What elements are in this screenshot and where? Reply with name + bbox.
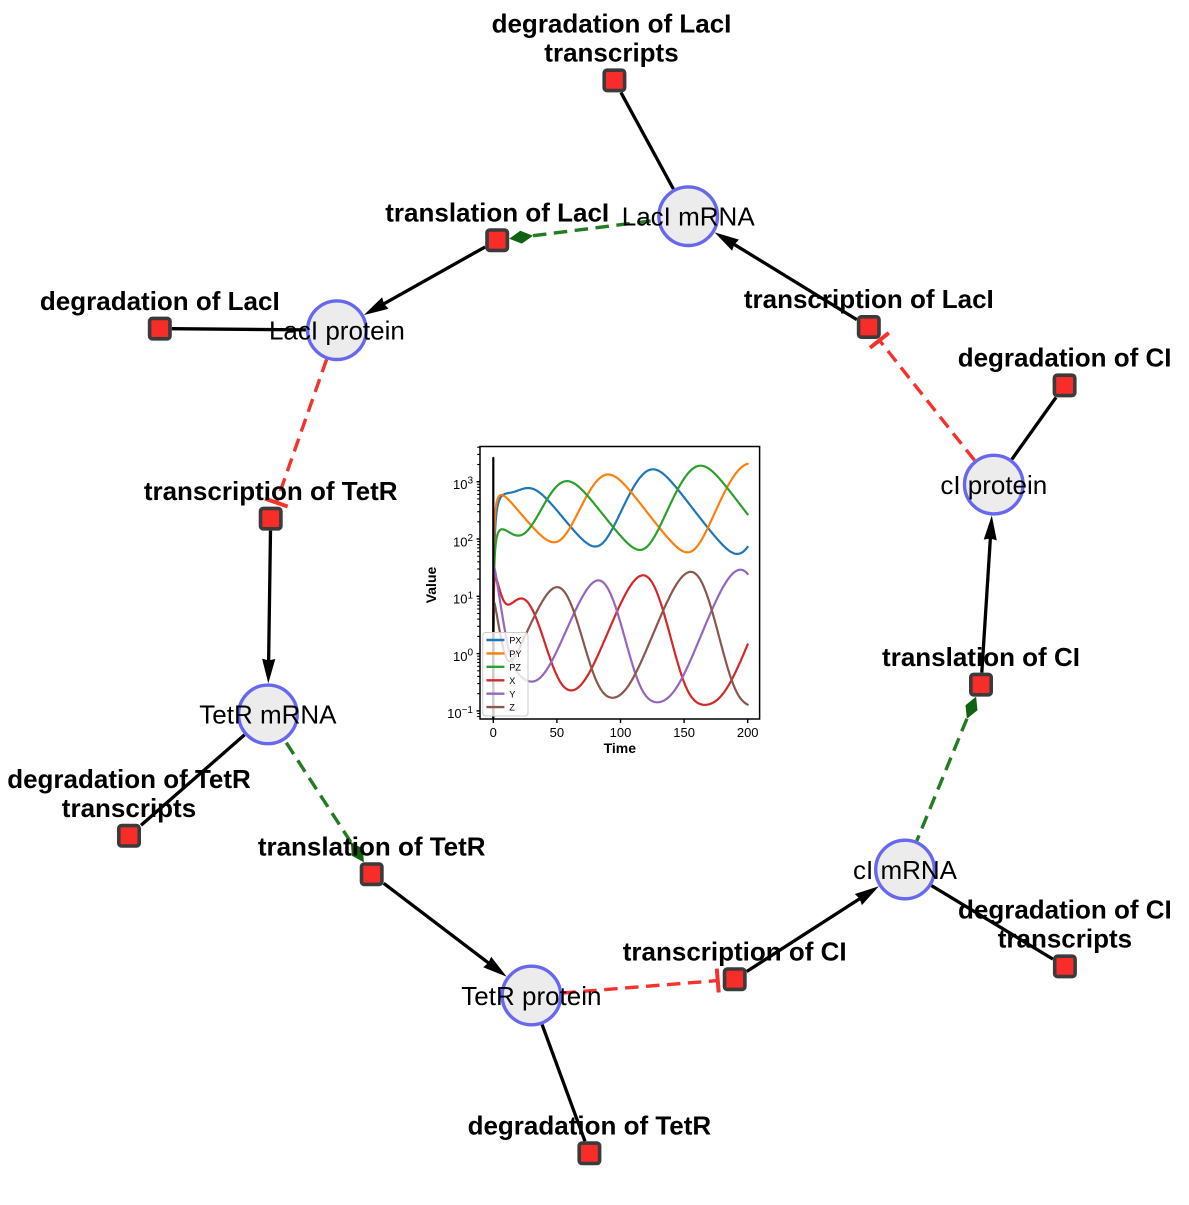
svg-text:degradation of TetR: degradation of TetR [468,1111,712,1141]
svg-text:100: 100 [610,725,632,740]
svg-text:Y: Y [509,689,515,699]
svg-text:transcripts: transcripts [62,793,196,823]
svg-text:LacI mRNA: LacI mRNA [622,202,756,232]
svg-text:50: 50 [550,725,564,740]
svg-text:TetR mRNA: TetR mRNA [199,700,337,730]
svg-text:TetR protein: TetR protein [461,981,601,1011]
svg-text:Time: Time [604,740,637,756]
svg-text:X: X [509,676,515,686]
svg-text:200: 200 [737,725,759,740]
svg-text:transcripts: transcripts [998,924,1132,954]
svg-text:degradation of TetR: degradation of TetR [7,764,251,794]
svg-text:degradation of CI: degradation of CI [958,343,1172,373]
svg-text:101: 101 [453,590,473,606]
svg-text:103: 103 [453,476,473,492]
svg-text:PY: PY [509,649,521,659]
svg-text:PZ: PZ [509,662,521,672]
svg-text:degradation of LacI: degradation of LacI [492,9,732,39]
svg-text:translation of CI: translation of CI [882,642,1080,672]
svg-text:LacI protein: LacI protein [269,316,405,346]
svg-text:PX: PX [509,636,521,646]
svg-text:degradation of LacI: degradation of LacI [40,286,280,316]
svg-text:Z: Z [509,703,515,713]
svg-text:transcription of LacI: transcription of LacI [744,284,994,314]
svg-text:102: 102 [453,533,473,549]
svg-text:degradation of CI: degradation of CI [958,895,1172,925]
svg-text:translation of TetR: translation of TetR [258,831,486,861]
svg-text:Value: Value [423,567,439,604]
svg-text:100: 100 [453,648,473,664]
svg-text:cI protein: cI protein [940,470,1047,500]
svg-text:transcription of TetR: transcription of TetR [144,476,398,506]
svg-text:translation of LacI: translation of LacI [385,197,609,227]
svg-text:transcripts: transcripts [544,38,678,68]
svg-text:cI mRNA: cI mRNA [853,855,958,885]
svg-text:transcription of CI: transcription of CI [623,936,847,966]
svg-text:0: 0 [490,725,497,740]
svg-text:150: 150 [673,725,695,740]
svg-text:10−1: 10−1 [447,705,473,721]
